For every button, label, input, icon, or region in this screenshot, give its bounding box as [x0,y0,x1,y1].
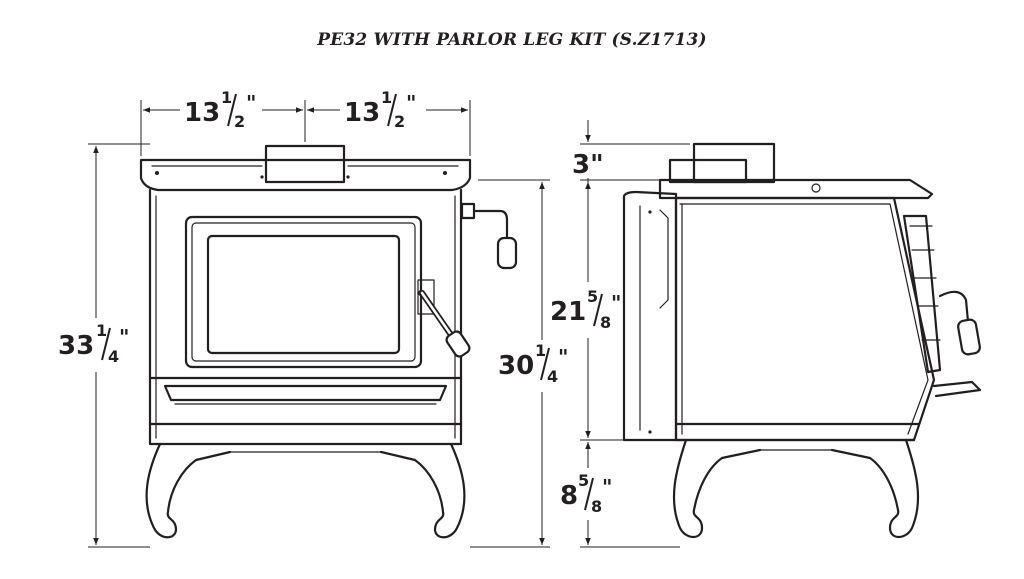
svg-text:": " [558,345,568,369]
dim-front-right-width: 13 1 2 " [344,88,416,131]
svg-text:13: 13 [344,98,380,128]
svg-text:1: 1 [96,321,107,340]
side-door-profile [902,214,942,374]
svg-text:5: 5 [587,287,598,306]
side-view [622,142,982,539]
svg-text:": " [602,475,612,499]
front-right-leg [379,442,466,539]
svg-text:1: 1 [381,88,392,107]
air-control-knob [496,236,518,270]
side-flue-collar [692,142,776,184]
svg-text:30: 30 [498,351,534,381]
svg-text:5: 5 [578,471,589,490]
side-handle-rod [938,290,970,324]
svg-text:2: 2 [394,112,405,131]
svg-text:21: 21 [550,297,586,327]
side-body [674,196,936,442]
side-front-leg [830,438,920,539]
dim-flue-height: 3" [572,150,604,180]
side-handle-knob [957,318,981,356]
dim-front-left-width: 13 1 2 " [184,88,256,131]
front-left-leg [145,442,232,539]
svg-text:4: 4 [108,347,119,366]
svg-text:8: 8 [560,481,578,511]
side-top-plate [658,178,934,200]
front-flue-collar [264,144,346,184]
side-rear-leg [672,438,762,539]
door-latch [417,279,435,315]
svg-text:": " [119,325,129,349]
svg-text:": " [406,91,416,115]
front-top-plate [139,158,472,192]
front-body [148,188,463,446]
svg-text:8: 8 [600,313,611,332]
diagram-title: PE32 WITH PARLOR LEG KIT (S.Z1713) [317,30,707,50]
svg-text:1: 1 [221,88,232,107]
air-control-bracket [460,202,476,220]
svg-text:2: 2 [234,112,245,131]
dim-overall-height: 33 1 4 " [58,321,129,366]
dim-body-height: 30 1 4 " [498,341,568,386]
svg-text:8: 8 [591,497,602,516]
front-door [184,215,423,369]
svg-text:": " [246,91,256,115]
svg-text:13: 13 [184,98,220,128]
front-ash-lip [163,384,448,402]
svg-text:": " [611,291,621,315]
air-control-rod [472,209,509,240]
svg-text:4: 4 [547,367,558,386]
dim-firebox-height: 21 5 8 " [550,287,621,332]
svg-text:33: 33 [58,331,94,361]
front-view [139,144,518,539]
dim-leg-height: 8 5 8 " [560,471,612,516]
front-door-glass [206,234,401,355]
svg-text:1: 1 [535,341,546,360]
